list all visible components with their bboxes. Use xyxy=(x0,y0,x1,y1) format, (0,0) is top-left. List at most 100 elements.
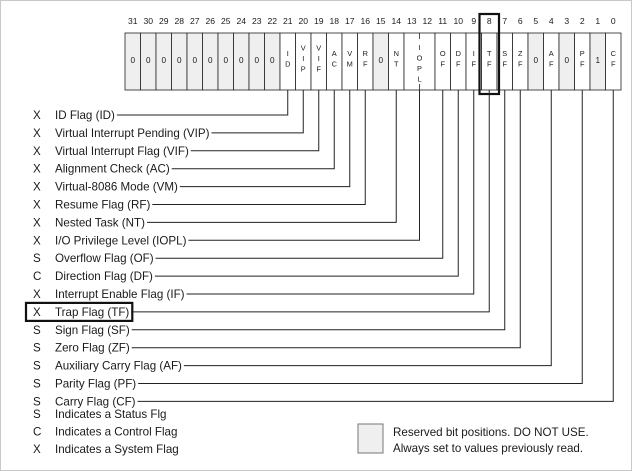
flag-leader-line xyxy=(154,90,459,277)
flag-type-X: X xyxy=(33,109,41,122)
flag-leader-line xyxy=(138,90,583,384)
reserved-bit-value: 0 xyxy=(130,56,135,65)
bit-number-3: 3 xyxy=(564,16,569,26)
flag-cell-label-19: VIF xyxy=(316,44,321,74)
flag-label: Resume Flag (RF) xyxy=(55,199,150,212)
flag-leader-line xyxy=(188,90,420,241)
bit-number-2: 2 xyxy=(580,16,585,26)
flag-cell-label-11: OF xyxy=(440,49,446,69)
flag-cell-letter: F xyxy=(549,59,554,68)
flag-cell-letter: A xyxy=(332,49,337,58)
flag-type-S: S xyxy=(33,378,41,391)
bit-number-17: 17 xyxy=(345,16,355,26)
flag-type-X: X xyxy=(33,199,41,212)
flag-leader-line xyxy=(171,90,335,170)
flag-label: Direction Flag (DF) xyxy=(55,270,153,283)
bit-number-28: 28 xyxy=(174,16,184,26)
flag-cell-label-6: ZF xyxy=(518,49,523,69)
flag-label: Trap Flag (TF) xyxy=(55,306,129,319)
key-symbol: X xyxy=(33,443,41,456)
bit-number-14: 14 xyxy=(391,16,401,26)
flag-leader-line xyxy=(131,90,521,349)
bit-number-12: 12 xyxy=(422,16,432,26)
key-symbol: S xyxy=(33,408,41,421)
reserved-bit-value: 0 xyxy=(564,56,569,65)
flag-cell-letter: T xyxy=(487,49,492,58)
flag-cell-letter: I xyxy=(473,49,475,58)
flag-cell-label-17: VM xyxy=(347,49,353,69)
bit-number-7: 7 xyxy=(502,16,507,26)
flag-type-S: S xyxy=(33,395,41,408)
flag-label: Sign Flag (SF) xyxy=(55,324,130,337)
bit-number-10: 10 xyxy=(453,16,463,26)
flag-leader-line xyxy=(183,90,552,367)
bit-number-22: 22 xyxy=(267,16,277,26)
flag-label: Virtual Interrupt Pending (VIP) xyxy=(55,127,210,140)
flag-cell-label-21: ID xyxy=(285,49,290,69)
bit-number-4: 4 xyxy=(549,16,554,26)
flag-type-X: X xyxy=(33,216,41,229)
flag-cell-letter: N xyxy=(394,49,399,58)
flag-leader-line xyxy=(186,90,475,295)
bit-number-16: 16 xyxy=(360,16,370,26)
reserved-bit-value: 0 xyxy=(239,56,244,65)
reserved-bit-value: 0 xyxy=(192,56,197,65)
flag-cell-letter: I xyxy=(287,49,289,58)
reserved-bit-value: 0 xyxy=(254,56,259,65)
flag-cell-letter: P xyxy=(417,64,422,73)
flag-cell-label-0: CF xyxy=(611,49,617,69)
flag-cell-label-8: TF xyxy=(487,49,492,69)
flag-label: ID Flag (ID) xyxy=(55,109,115,122)
flag-label: Virtual-8086 Mode (VM) xyxy=(55,181,178,194)
bit-number-6: 6 xyxy=(518,16,523,26)
key-text: Indicates a Control Flag xyxy=(55,426,177,439)
flag-label: Auxiliary Carry Flag (AF) xyxy=(55,360,182,373)
flag-cell-label-20: VIP xyxy=(301,44,306,74)
bit-number-0: 0 xyxy=(611,16,616,26)
flag-type-X: X xyxy=(33,145,41,158)
flag-leader-line xyxy=(116,90,289,116)
flag-cell-letter: S xyxy=(502,49,507,58)
flag-cell-letter: V xyxy=(347,49,352,58)
reserved-note-line: Always set to values previously read. xyxy=(393,442,583,455)
flag-cell-letter: F xyxy=(440,59,445,68)
flag-cell-letter: I xyxy=(418,43,420,52)
flag-cell-letter: I xyxy=(302,54,304,63)
flag-type-X: X xyxy=(33,127,41,140)
flag-cell-letter: Z xyxy=(518,49,523,58)
bit-number-29: 29 xyxy=(159,16,169,26)
flag-bit-cell xyxy=(403,32,436,91)
flag-cell-label-4: AF xyxy=(549,49,554,69)
flag-label: Carry Flag (CF) xyxy=(55,395,136,408)
flag-cell-label-16: RF xyxy=(363,49,368,69)
flag-cell-letter: V xyxy=(316,44,321,53)
flag-cell-letter: R xyxy=(363,49,368,58)
reserved-bit-value: 0 xyxy=(223,56,228,65)
reserved-bit-value: 0 xyxy=(208,56,213,65)
flag-type-X: X xyxy=(33,163,41,176)
bit-number-24: 24 xyxy=(236,16,246,26)
flag-cell-letter: F xyxy=(580,59,585,68)
bit-number-15: 15 xyxy=(376,16,386,26)
flag-label: Virtual Interrupt Flag (VIF) xyxy=(55,145,189,158)
flag-leader-line xyxy=(179,90,351,188)
bit-number-5: 5 xyxy=(533,16,538,26)
flag-cell-letter: O xyxy=(440,49,446,58)
flag-cell-letter: F xyxy=(316,65,321,74)
bit-number-18: 18 xyxy=(329,16,339,26)
flag-cell-letter: F xyxy=(471,59,476,68)
flag-leader-line xyxy=(211,90,304,134)
reserved-bit-value: 1 xyxy=(595,56,600,65)
flag-leader-line xyxy=(146,90,397,223)
flag-type-C: C xyxy=(33,270,41,283)
highlight-trap-flag-box xyxy=(24,301,134,322)
bit-number-19: 19 xyxy=(314,16,324,26)
bit-number-9: 9 xyxy=(471,16,476,26)
reserved-bit-value: 0 xyxy=(378,56,383,65)
flag-cell-letter: D xyxy=(285,59,290,68)
flag-cell-letter: F xyxy=(502,59,507,68)
flag-leader-line xyxy=(190,90,320,152)
flag-leader-line xyxy=(131,90,490,313)
